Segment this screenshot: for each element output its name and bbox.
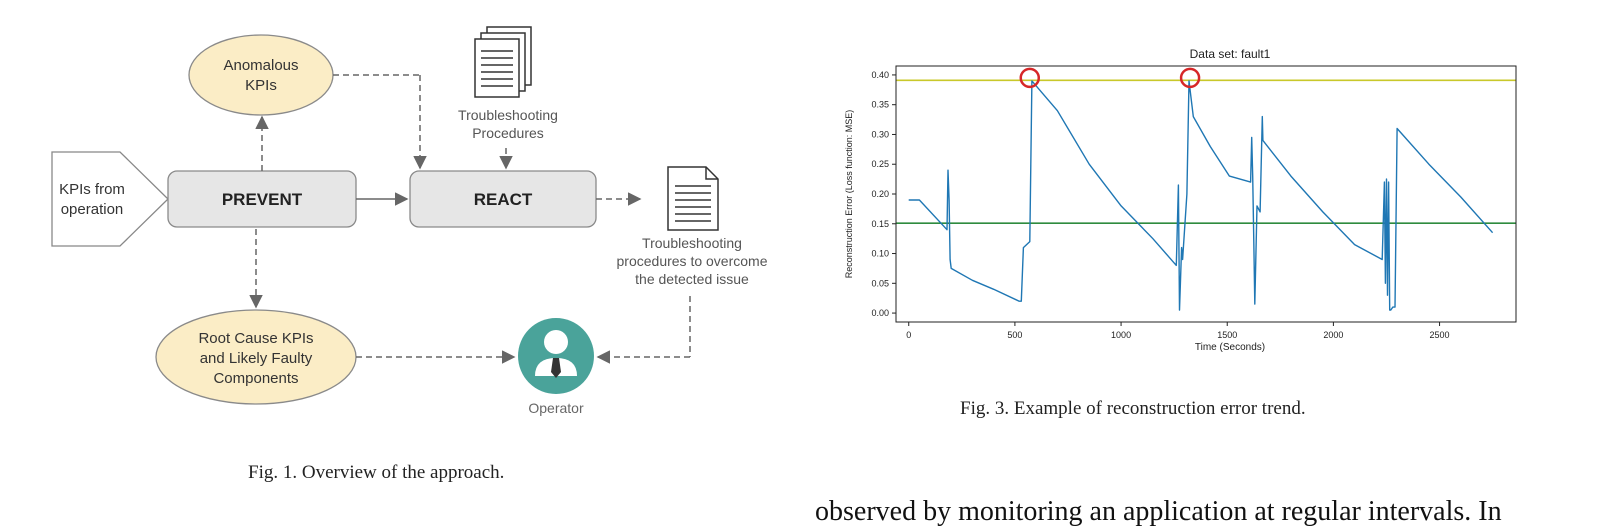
operator-icon xyxy=(518,318,594,394)
chart-title: Data set: fault1 xyxy=(1190,47,1271,61)
kpis-input-label-1: KPIs from xyxy=(59,181,125,198)
diagram-connectors xyxy=(249,74,691,364)
y-tick-label: 0.05 xyxy=(871,278,889,288)
anomalous-kpis-label-2: KPIs xyxy=(245,77,277,94)
troubleshooting-label-1: Troubleshooting xyxy=(458,107,558,123)
x-tick-label: 500 xyxy=(1007,330,1022,340)
plot-frame xyxy=(895,65,1517,323)
output-doc-label-3: the detected issue xyxy=(635,271,749,287)
root-cause-label-3: Components xyxy=(213,370,298,387)
figure-1-caption: Fig. 1. Overview of the approach. xyxy=(248,462,505,483)
x-tick-label: 2000 xyxy=(1323,330,1343,340)
y-axis-label: Reconstruction Error (Loss function: MSE… xyxy=(844,110,854,279)
x-tick-label: 1000 xyxy=(1111,330,1131,340)
troubleshooting-label-2: Procedures xyxy=(472,125,544,141)
series-line-0 xyxy=(908,80,1494,311)
highlight-circle-1 xyxy=(1179,67,1201,89)
documents-stack-icon xyxy=(474,26,532,98)
anomalous-kpis-label-1: Anomalous xyxy=(223,57,298,74)
y-tick-label: 0.40 xyxy=(871,70,889,80)
y-tick-label: 0.20 xyxy=(871,189,889,199)
prevent-box: PREVENT xyxy=(167,170,357,228)
x-axis-label: Time (Seconds) xyxy=(1195,342,1265,353)
prevent-label: PREVENT xyxy=(222,190,303,209)
figure-3-caption: Fig. 3. Example of reconstruction error … xyxy=(960,398,1306,419)
kpis-input-shape: KPIs from operation xyxy=(51,151,169,247)
output-doc-label-1: Troubleshooting xyxy=(642,235,742,251)
kpis-input-label-2: operation xyxy=(61,201,124,218)
body-text-line: observed by monitoring an application at… xyxy=(815,496,1502,527)
figure-3: Data set: fault1 Time (Seconds) Reconstr… xyxy=(820,0,1608,528)
react-label: REACT xyxy=(474,190,533,209)
y-tick-label: 0.10 xyxy=(871,249,889,259)
y-tick-label: 0.25 xyxy=(871,159,889,169)
root-cause-label-1: Root Cause KPIs xyxy=(198,330,313,347)
y-tick-label: 0.35 xyxy=(871,100,889,110)
output-doc-label-2: procedures to overcome xyxy=(617,253,768,269)
reconstruction-error-chart: Data set: fault1 Time (Seconds) Reconstr… xyxy=(844,47,1517,353)
y-tick-label: 0.15 xyxy=(871,219,889,229)
figure-1: KPIs from operation PREVENT REACT Anomal… xyxy=(0,0,800,528)
y-tick-label: 0.00 xyxy=(871,308,889,318)
react-box: REACT xyxy=(409,170,597,228)
anomalous-kpis-node: Anomalous KPIs xyxy=(188,34,334,116)
x-tick-label: 0 xyxy=(906,330,911,340)
x-tick-label: 1500 xyxy=(1217,330,1237,340)
highlight-circle-0 xyxy=(1019,67,1041,89)
chart-plot-layer: 0 500 1000 1500 2000 2500 0.00 0.05 0.10 0.15 0.20… xyxy=(871,65,1517,340)
root-cause-label-2: and Likely Faulty xyxy=(200,350,313,367)
x-tick-label: 2500 xyxy=(1430,330,1450,340)
root-cause-node: Root Cause KPIs and Likely Faulty Compon… xyxy=(155,309,357,405)
operator-label: Operator xyxy=(528,400,584,416)
document-icon xyxy=(667,166,719,231)
approach-diagram: KPIs from operation PREVENT REACT Anomal… xyxy=(51,26,768,416)
y-tick-label: 0.30 xyxy=(871,129,889,139)
